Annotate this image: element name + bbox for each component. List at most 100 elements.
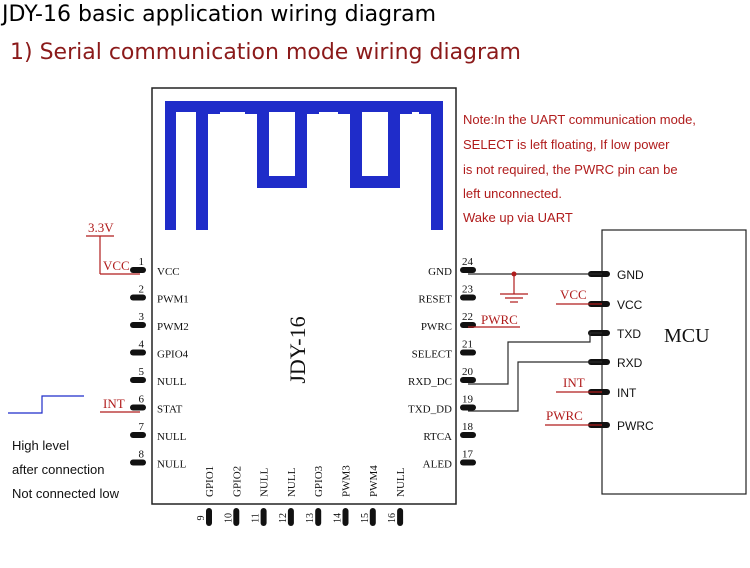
- right-pin-label: SELECT: [412, 349, 453, 361]
- right-pin-number: 20: [462, 366, 474, 378]
- page-title: JDY-16 basic application wiring diagram: [2, 2, 437, 27]
- right-pin-pad: [460, 459, 476, 466]
- page-subtitle: 1) Serial communication mode wiring diag…: [10, 40, 521, 65]
- left-pin-number: 4: [139, 339, 145, 351]
- right-pin-label: RXD_DC: [408, 376, 452, 388]
- bottom-pin-number: 15: [360, 513, 371, 523]
- left-pin-pad: [130, 432, 146, 438]
- right-pin-label: GND: [428, 266, 452, 278]
- int-mcu-label: INT: [563, 375, 585, 390]
- right-pin-pad: [460, 349, 476, 356]
- left-pin-label: STAT: [157, 404, 183, 416]
- bottom-pin-label: GPIO3: [313, 465, 325, 497]
- right-pin-number: 22: [462, 311, 473, 323]
- bottom-pin-label: NULL: [286, 467, 298, 497]
- right-pin-number: 18: [462, 421, 474, 433]
- left-pin-pad: [130, 377, 146, 383]
- left-pin-pad: [130, 349, 146, 356]
- bottom-pin-number: 12: [278, 513, 289, 523]
- left-pin-pad: [130, 404, 146, 411]
- bottom-pin-number: 14: [333, 513, 344, 523]
- int-left-label: INT: [103, 396, 125, 411]
- right-pin-label: ALED: [423, 459, 452, 471]
- bottom-pin-label: GPIO2: [231, 466, 243, 497]
- left-pin-label: VCC: [157, 266, 180, 278]
- left-pin-pad: [130, 267, 146, 273]
- right-pin-pad: [460, 404, 476, 411]
- bottom-pin-label: PWM4: [368, 465, 380, 497]
- left-pin-number: 5: [139, 366, 145, 378]
- mcu-pin-label: VCC: [617, 298, 643, 312]
- note-line: SELECT is left floating, If low power: [463, 137, 670, 152]
- bottom-pin-pad: [287, 508, 294, 526]
- left-pin-number: 1: [139, 256, 145, 268]
- right-pin-number: 24: [462, 256, 474, 268]
- mcu-name: MCU: [664, 325, 710, 347]
- bottom-pin-group: GPIO19GPIO210NULL11NULL12GPIO313PWM314PW…: [196, 465, 407, 526]
- module-name: JDY-16: [285, 316, 310, 383]
- right-pin-label: RESET: [418, 294, 452, 306]
- pwrc-mcu-label: PWRC: [546, 408, 583, 423]
- mcu-pin-label: TXD: [617, 327, 641, 341]
- bottom-pin-number: 11: [251, 513, 262, 523]
- left-pin-label: GPIO4: [157, 349, 189, 361]
- right-pin-number: 23: [462, 284, 474, 296]
- stat-level-waveform: [8, 395, 84, 414]
- stat-note-line: Not connected low: [12, 486, 120, 501]
- right-pin-number: 21: [462, 339, 473, 351]
- left-pin-pad: [130, 459, 146, 466]
- left-pin-number: 6: [139, 394, 145, 406]
- bottom-pin-pad: [260, 508, 267, 526]
- supply-label: 3.3V: [88, 220, 114, 235]
- right-pin-pad: [460, 294, 476, 301]
- bottom-pin-pad: [206, 508, 212, 526]
- mcu-pin-label: RXD: [617, 356, 643, 370]
- right-pin-label: RTCA: [423, 431, 452, 443]
- bottom-pin-pad: [369, 508, 376, 526]
- left-pin-pad: [130, 322, 146, 328]
- right-pin-number: 17: [462, 449, 474, 461]
- pwrc-module-label: PWRC: [481, 312, 518, 327]
- left-pin-label: PWM1: [157, 294, 189, 306]
- rxd-dc-to-txd-wire: [468, 332, 602, 385]
- vcc-left-label: VCC: [103, 258, 130, 273]
- right-pin-label: TXD_DD: [408, 404, 452, 416]
- bottom-pin-number: 10: [223, 513, 234, 523]
- bottom-pin-pad: [233, 508, 240, 526]
- left-pin-label: NULL: [157, 376, 187, 388]
- right-pin-pad: [460, 432, 476, 438]
- stat-note-line: after connection: [12, 462, 105, 477]
- bottom-pin-pad: [342, 508, 349, 526]
- left-pin-number: 8: [139, 449, 145, 461]
- mcu-pin-label: INT: [617, 386, 637, 400]
- bottom-pin-pad: [315, 508, 322, 526]
- bottom-pin-number: 9: [196, 516, 207, 521]
- bottom-pin-number: 13: [305, 513, 316, 523]
- txd-dd-to-rxd-wire: [468, 361, 602, 412]
- vcc-mcu-label: VCC: [560, 287, 587, 302]
- left-pin-pad: [130, 294, 146, 301]
- left-pin-label: PWM2: [157, 321, 189, 333]
- left-pin-number: 3: [139, 311, 145, 323]
- mcu-pin-label: PWRC: [617, 419, 654, 433]
- left-pin-label: NULL: [157, 431, 187, 443]
- note-line: left unconnected.: [463, 186, 562, 201]
- mcu-body: [601, 229, 747, 495]
- bottom-pin-pad: [397, 508, 404, 526]
- note-line: is not required, the PWRC pin can be: [463, 162, 678, 177]
- bottom-pin-number: 16: [387, 513, 398, 523]
- left-pin-label: NULL: [157, 459, 187, 471]
- left-pin-number: 7: [139, 421, 145, 433]
- right-pin-label: PWRC: [421, 321, 452, 333]
- bottom-pin-label: PWM3: [341, 465, 353, 497]
- right-pin-pad: [460, 377, 476, 383]
- right-pin-number: 19: [462, 394, 474, 406]
- note-line: Note:In the UART communication mode,: [463, 112, 696, 127]
- left-pin-number: 2: [139, 284, 145, 296]
- bottom-pin-label: NULL: [259, 467, 271, 497]
- bottom-pin-label: NULL: [395, 467, 407, 497]
